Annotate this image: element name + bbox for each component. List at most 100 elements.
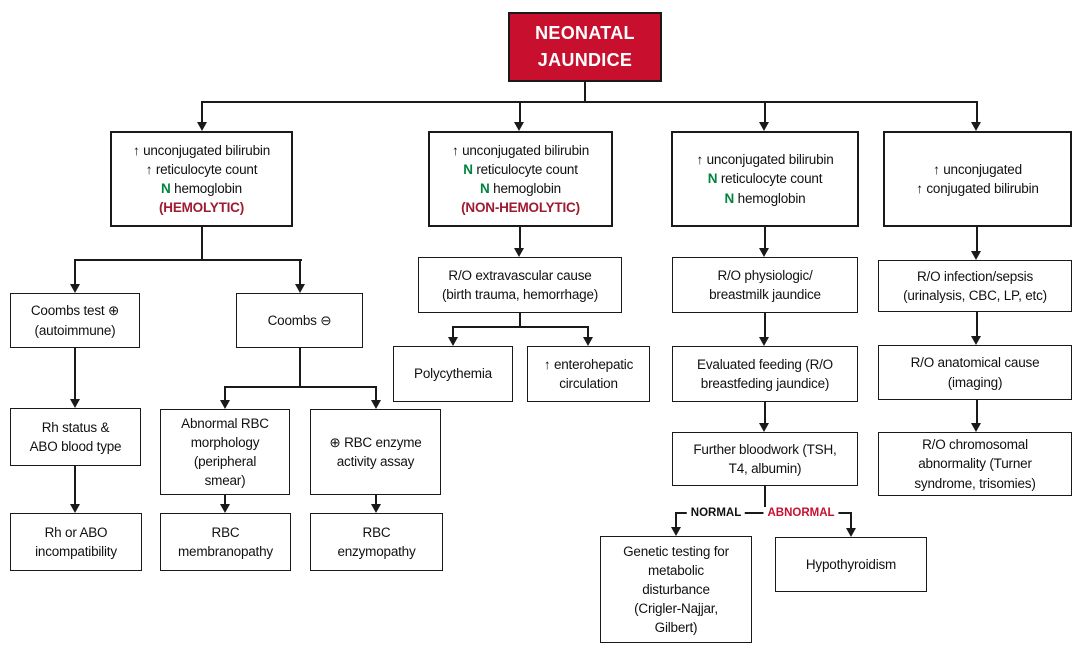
node-physiologic-findings: ↑ unconjugated bilirubin N reticulocyte … xyxy=(671,131,859,227)
connector-nonhemolytic-down xyxy=(519,227,521,249)
text-segment: reticulocyte count xyxy=(472,161,578,177)
node-neonatal-jaundice: NEONATAL JAUNDICE xyxy=(508,12,662,82)
text-line: smear) xyxy=(204,473,246,489)
node-rh-abo-incompatibility: Rh or ABO incompatibility xyxy=(10,513,142,571)
arrowhead-down-icon xyxy=(759,248,769,257)
arrowhead-down-icon xyxy=(447,337,458,346)
text-line: (imaging) xyxy=(947,374,1003,390)
node-ro-chromosomal-abnormality: R/O chromosomal abnormality (Turner synd… xyxy=(878,432,1072,496)
normal-branch-label: NORMAL xyxy=(686,507,746,519)
node-evaluated-feeding: Evaluated feeding (R/O breastfeding jaun… xyxy=(672,346,858,402)
text-line: breastmilk jaundice xyxy=(709,287,821,302)
text-line: N reticulocyte count xyxy=(463,160,578,179)
node-rbc-enzymopathy: RBC enzymopathy xyxy=(310,513,443,571)
arrowhead-down-icon xyxy=(759,122,769,131)
arrowhead-down-icon xyxy=(845,528,856,537)
connector-title-stub xyxy=(584,81,586,103)
connector-extravascular-stub xyxy=(519,313,521,328)
text-line: N hemoglobin xyxy=(480,179,561,198)
text-line: R/O extravascular cause xyxy=(448,267,592,283)
text-line: morphology xyxy=(190,434,260,450)
title-line: JAUNDICE xyxy=(537,50,633,70)
text-segment: hemoglobin xyxy=(489,181,561,196)
text-line: R/O anatomical cause xyxy=(910,355,1040,371)
connector-morphology-down xyxy=(224,495,226,505)
text-line: ↑ unconjugated bilirubin xyxy=(132,142,271,158)
arrowhead-down-icon xyxy=(971,336,981,345)
text-line: Genetic testing for xyxy=(623,543,729,559)
arrowhead-down-icon xyxy=(670,527,681,536)
connector-drop-enterohepatic xyxy=(587,327,589,338)
connector-drop-genetic xyxy=(675,513,677,528)
node-rbc-enzyme-assay: ⊕ RBC enzyme activity assay xyxy=(310,409,441,495)
normal-flag: N xyxy=(463,161,473,177)
node-enterohepatic-circulation: ↑ enterohepatic circulation xyxy=(527,346,650,402)
text-line: disturbance xyxy=(642,581,710,597)
connector-coombs-pos-down xyxy=(74,348,76,400)
text-line: T4, albumin) xyxy=(728,461,802,476)
node-coombs-positive: Coombs test ⊕ (autoimmune) xyxy=(10,293,140,348)
text-segment: hemoglobin xyxy=(734,190,806,206)
text-line: RBC xyxy=(362,524,391,540)
text-line: Polycythemia xyxy=(414,366,492,382)
arrowhead-down-icon xyxy=(196,122,207,131)
text-line: activity assay xyxy=(336,454,415,469)
text-line: metabolic xyxy=(648,562,704,578)
text-line: R/O chromosomal xyxy=(922,437,1028,453)
node-nonhemolytic-findings: ↑ unconjugated bilirubin N reticulocyte … xyxy=(428,131,613,227)
text-line: Evaluated feeding (R/O xyxy=(697,356,833,372)
arrowhead-down-icon xyxy=(219,504,230,513)
arrowhead-down-icon xyxy=(370,504,381,513)
arrowhead-down-icon xyxy=(971,423,981,432)
connector-coombs-split xyxy=(74,259,302,261)
connector-drop-nonhemolytic xyxy=(519,102,521,124)
text-line: Further bloodwork (TSH, xyxy=(693,441,837,457)
connector-infection-anatomical xyxy=(976,312,978,337)
text-line: N reticulocyte count xyxy=(708,169,823,188)
node-ro-extravascular-cause: R/O extravascular cause (birth trauma, h… xyxy=(418,257,622,313)
connector-enzyme-down xyxy=(375,495,377,505)
text-line: ↑ unconjugated xyxy=(933,161,1022,177)
arrowhead-down-icon xyxy=(69,504,80,513)
node-conjugated-findings: ↑ unconjugated ↑ conjugated bilirubin xyxy=(883,131,1072,227)
connector-drop-polycythemia xyxy=(452,327,454,338)
node-further-bloodwork: Further bloodwork (TSH, T4, albumin) xyxy=(672,432,858,486)
connector-feeding-bloodwork xyxy=(764,402,766,424)
connector-drop-coombs-neg xyxy=(299,260,301,284)
connector-drop-hypothyroidism xyxy=(850,513,852,529)
text-line: ↑ unconjugated bilirubin xyxy=(451,142,590,158)
text-line: (urinalysis, CBC, LP, etc) xyxy=(903,288,1047,303)
text-line: ↑ unconjugated bilirubin xyxy=(696,152,834,168)
node-hemolytic-findings: ↑ unconjugated bilirubin ↑ reticulocyte … xyxy=(110,131,293,227)
node-polycythemia: Polycythemia xyxy=(393,346,513,402)
text-line: ABO blood type xyxy=(29,439,122,454)
connector-coombs-neg-stub xyxy=(299,348,301,388)
connector-physiologic-feeding xyxy=(764,313,766,338)
arrowhead-down-icon xyxy=(582,337,593,346)
connector-conjugated-down xyxy=(976,227,978,252)
arrowhead-down-icon xyxy=(759,337,769,346)
text-line: R/O infection/sepsis xyxy=(916,268,1034,284)
connector-extravascular-split xyxy=(452,326,589,328)
arrowhead-down-icon xyxy=(69,284,80,293)
text-line: Coombs test ⊕ xyxy=(30,303,120,319)
connector-row1-horizontal xyxy=(201,101,978,103)
connector-drop-coombs-pos xyxy=(74,260,76,284)
arrowhead-down-icon xyxy=(514,248,524,257)
node-hypothyroidism: Hypothyroidism xyxy=(775,537,927,592)
text-line: ↑ enterohepatic xyxy=(543,356,634,372)
node-rbc-membranopathy: RBC membranopathy xyxy=(160,513,291,571)
text-line: Rh or ABO xyxy=(44,524,108,540)
connector-drop-conjugated xyxy=(976,102,978,124)
text-line: (autoimmune) xyxy=(34,322,116,338)
text-line: ↑ conjugated bilirubin xyxy=(916,181,1039,196)
text-segment: hemoglobin xyxy=(170,181,242,196)
text-line: breastfeding jaundice) xyxy=(700,376,830,391)
text-line: enzymopathy xyxy=(337,544,416,559)
text-line: ↑ reticulocyte count xyxy=(145,161,258,177)
connector-neg-split xyxy=(224,386,377,388)
text-line: syndrome, trisomies) xyxy=(914,475,1036,491)
text-line: Hypothyroidism xyxy=(805,556,897,572)
arrowhead-down-icon xyxy=(370,400,381,409)
